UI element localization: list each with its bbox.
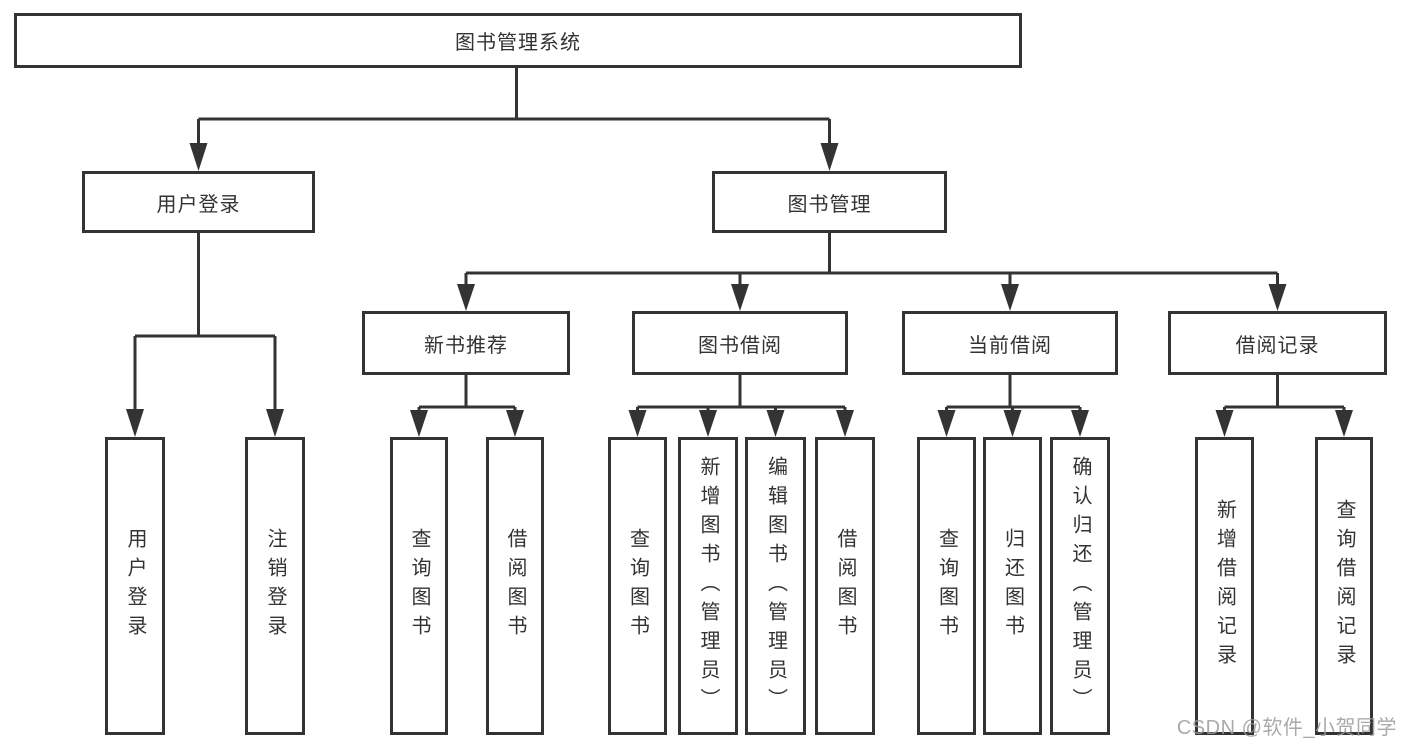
node-leaf-add-books-admin: 新增图书（管理员） [678, 437, 738, 735]
node-module-book-borrowing: 图书借阅 [632, 311, 848, 375]
node-leaf-borrow-books-borrowing: 借阅图书 [815, 437, 875, 735]
node-leaf-add-borrowing-record: 新增借阅记录 [1195, 437, 1254, 735]
node-module-new-book-label: 新书推荐 [424, 334, 508, 357]
node-leaf-query-borrowing-record-label: 查询借阅记录 [1333, 499, 1355, 673]
connector-current-to-leaves [945, 375, 1082, 412]
node-leaf-add-books-admin-label: 新增图书（管理员） [697, 455, 719, 717]
node-module-borrowing-records: 借阅记录 [1168, 311, 1387, 375]
node-leaf-query-books-newbook-label: 查询图书 [408, 528, 430, 644]
node-module-borrowing-records-label: 借阅记录 [1235, 334, 1320, 357]
csdn-watermark: CSDN @软件_小贺同学 [1176, 717, 1397, 739]
node-leaf-logout-label: 注销登录 [264, 528, 286, 644]
connector-bookmgmt-to-modules [464, 233, 1279, 287]
node-branch-book-management-label: 图书管理 [787, 193, 872, 216]
node-module-book-borrowing-label: 图书借阅 [698, 334, 782, 357]
node-leaf-borrow-books-newbook: 借阅图书 [486, 437, 544, 735]
arrowheads-newbook-to-leaves [410, 410, 524, 437]
node-leaf-query-books-borrowing: 查询图书 [608, 437, 667, 735]
node-leaf-user-login-label: 用户登录 [124, 528, 146, 644]
arrowheads-borrowing-to-leaves [628, 410, 854, 437]
connector-newbook-to-leaves [417, 375, 517, 412]
node-leaf-query-books-current-label: 查询图书 [935, 528, 958, 644]
connector-borrowing-to-leaves [636, 375, 847, 412]
node-leaf-confirm-return-admin-label: 确认归还（管理员） [1069, 455, 1091, 717]
node-leaf-user-login: 用户登录 [105, 437, 165, 735]
connector-root-to-branches [197, 68, 831, 146]
node-leaf-query-borrowing-record: 查询借阅记录 [1315, 437, 1373, 735]
arrowheads-bookmgmt-to-modules [457, 284, 1287, 311]
node-module-current-borrowing: 当前借阅 [902, 311, 1118, 375]
node-leaf-confirm-return-admin: 确认归还（管理员） [1050, 437, 1110, 735]
node-branch-user-login: 用户登录 [82, 171, 315, 233]
node-leaf-add-borrowing-record-label: 新增借阅记录 [1213, 499, 1236, 673]
node-module-new-book-recommendation: 新书推荐 [362, 311, 570, 375]
arrowheads-root-to-branches [189, 143, 839, 171]
arrowheads-current-to-leaves [937, 410, 1089, 437]
node-root-label: 图书管理系统 [455, 32, 581, 54]
node-leaf-return-books: 归还图书 [983, 437, 1042, 735]
node-leaf-edit-books-admin: 编辑图书（管理员） [745, 437, 806, 735]
arrowheads-records-to-leaves [1215, 410, 1353, 437]
node-leaf-query-books-newbook: 查询图书 [390, 437, 448, 735]
node-branch-book-management: 图书管理 [712, 171, 947, 233]
node-leaf-borrow-books-newbook-label: 借阅图书 [504, 528, 526, 644]
node-leaf-borrow-books-borrowing-label: 借阅图书 [834, 528, 856, 644]
node-leaf-return-books-label: 归还图书 [1001, 528, 1024, 644]
node-module-current-borrowing-label: 当前借阅 [968, 334, 1052, 357]
node-leaf-query-books-borrowing-label: 查询图书 [626, 528, 649, 644]
node-leaf-edit-books-admin-label: 编辑图书（管理员） [764, 455, 787, 717]
connector-records-to-leaves [1223, 375, 1346, 412]
node-root-system: 图书管理系统 [14, 13, 1022, 68]
arrowheads-userlogin-to-leaves [126, 409, 284, 437]
connector-userlogin-to-leaves [133, 233, 277, 412]
node-leaf-logout: 注销登录 [245, 437, 305, 735]
node-leaf-query-books-current: 查询图书 [917, 437, 976, 735]
node-branch-user-login-label: 用户登录 [156, 193, 241, 216]
